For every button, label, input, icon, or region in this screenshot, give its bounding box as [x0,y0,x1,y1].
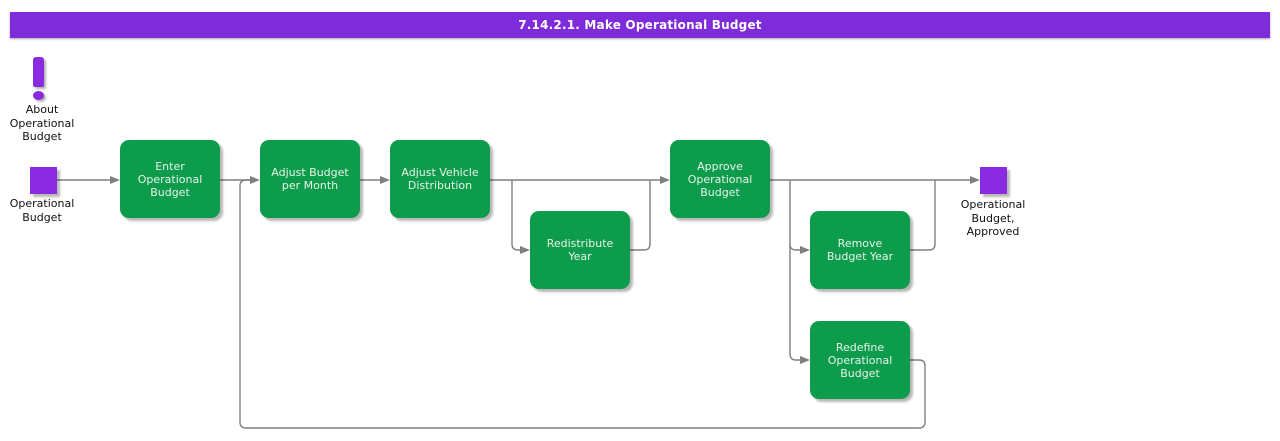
task-node-label: Approve Operational Budget [687,159,753,199]
connector-redistribute-return [630,180,651,251]
output-artifact-label: Operational Budget, Approved [960,198,1026,238]
output-artifact-square-icon[interactable] [980,167,1007,194]
task-node-adjust-vehicle-distribution[interactable]: Adjust Vehicle Distribution [390,140,490,218]
task-node-label: Adjust Vehicle Distribution [401,166,479,192]
connector-remove-return [910,180,936,251]
task-node-label: Adjust Budget per Month [271,166,349,192]
task-node-label: Redefine Operational Budget [827,340,893,380]
input-artifact-square-icon[interactable] [30,167,57,194]
exclamation-icon[interactable] [33,57,44,87]
task-node-redistribute-year[interactable]: Redistribute Year [530,211,630,289]
arrowhead-into-output [970,176,980,184]
title-bar: 7.14.2.1. Make Operational Budget [10,12,1270,38]
connector-redefine-feedback-loop [239,179,926,429]
task-node-remove-budget-year[interactable]: Remove Budget Year [810,211,910,289]
input-artifact-label: Operational Budget [9,197,75,224]
task-node-label: Enter Operational Budget [137,159,203,199]
arrowhead-into-adjust-vehicle [380,176,390,184]
task-node-label: Remove Budget Year [826,237,894,263]
task-node-enter-operational-budget[interactable]: Enter Operational Budget [120,140,220,218]
exclamation-icon-dot[interactable] [33,91,44,100]
task-node-label: Redistribute Year [546,237,614,263]
connector-branch-to-redefine [789,180,800,361]
arrowhead-into-adjust-budget [250,176,260,184]
connector-branch-to-redistribute [511,180,520,251]
task-node-redefine-operational-budget[interactable]: Redefine Operational Budget [810,321,910,399]
arrowhead-into-redefine [800,356,810,364]
task-node-adjust-budget-per-month[interactable]: Adjust Budget per Month [260,140,360,218]
task-node-approve-operational-budget[interactable]: Approve Operational Budget [670,140,770,218]
arrowhead-into-approve [660,176,670,184]
arrowhead-into-redistribute [520,246,530,254]
arrowhead-into-enter [110,176,120,184]
connector-branch-to-remove [789,243,800,251]
about-label: About Operational Budget [9,103,75,143]
page-title: 7.14.2.1. Make Operational Budget [518,18,762,32]
arrowhead-into-remove [800,246,810,254]
